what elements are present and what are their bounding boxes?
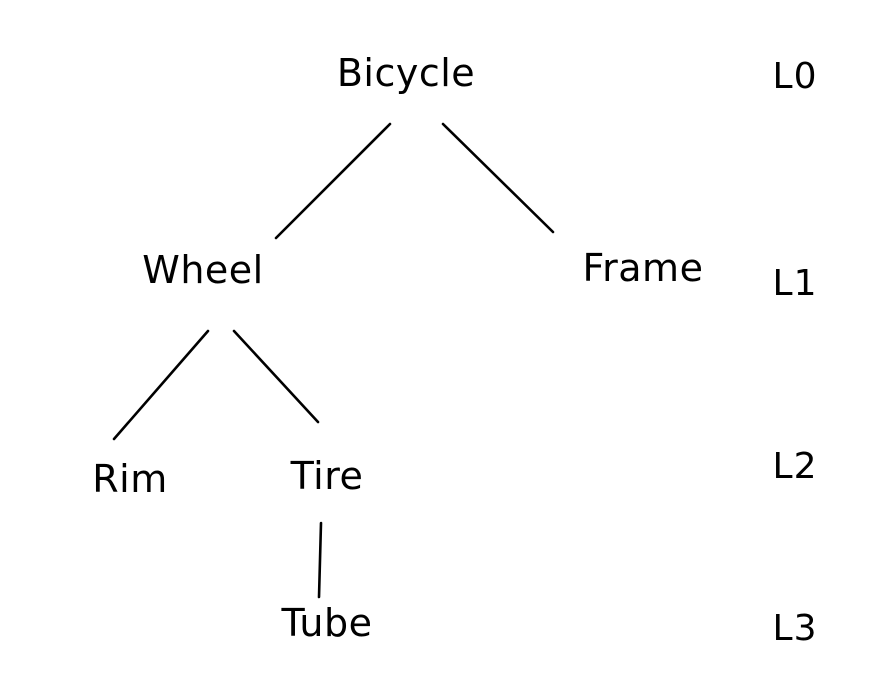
level-label-l2: L2 [773,446,818,487]
edge-group [112,122,555,599]
tree-node-tire[interactable]: Tire [290,454,364,498]
tree-edge-tire-to-tube [317,521,323,599]
tree-node-wheel[interactable]: Wheel [142,248,263,292]
level-label-l3: L3 [773,608,818,649]
tree-node-tube[interactable]: Tube [280,601,372,645]
tree-node-bicycle[interactable]: Bicycle [337,51,475,95]
level-label-l0: L0 [773,56,818,97]
tree-edge-wheel-to-rim [112,329,210,441]
tree-edge-bicycle-to-frame [441,122,555,234]
tree-edge-wheel-to-tire [232,329,320,424]
level-label-l1: L1 [773,263,818,304]
tree-node-frame[interactable]: Frame [583,246,704,290]
tree-node-rim[interactable]: Rim [92,457,167,501]
tree-edge-bicycle-to-wheel [274,122,392,240]
